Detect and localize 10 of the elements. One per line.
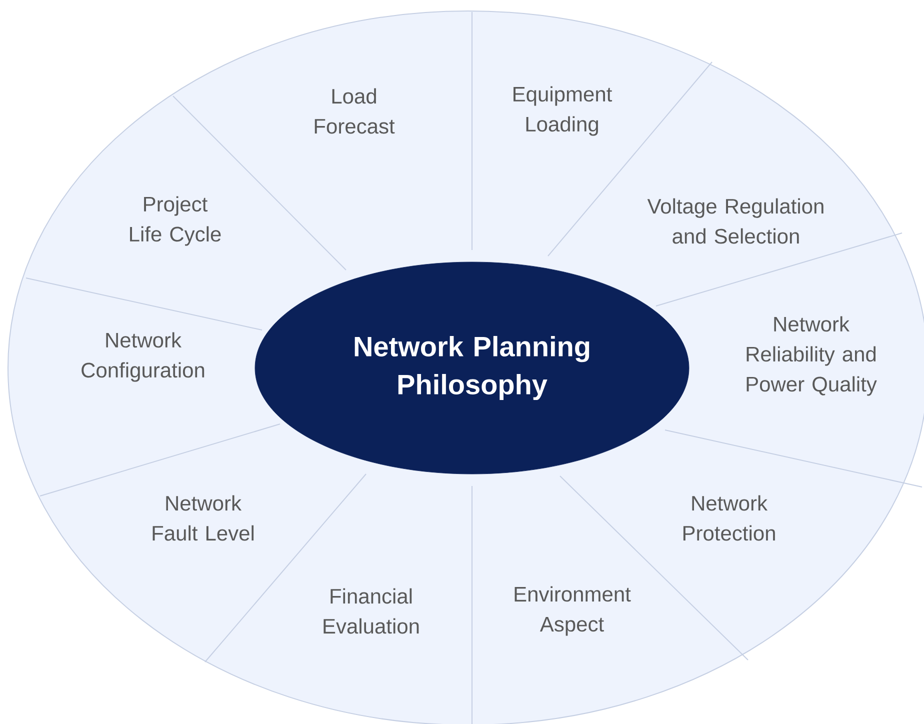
- segment-label: Environment Aspect: [514, 586, 631, 636]
- segment-label: Project Life Cycle: [130, 196, 221, 246]
- segment-label: Network Reliability and Power Quality: [746, 316, 877, 396]
- segment-label: Load Forecast: [314, 88, 395, 134]
- segment-label: Voltage Regulation and Selection: [647, 198, 824, 244]
- segment-label: Network Configuration: [82, 332, 204, 382]
- segment-label: Network Protection: [683, 495, 775, 541]
- segment-label: Equipment Loading: [514, 86, 612, 136]
- segment-label: Financial Evaluation: [324, 588, 419, 634]
- segment-label: Network Fault Level: [152, 495, 254, 541]
